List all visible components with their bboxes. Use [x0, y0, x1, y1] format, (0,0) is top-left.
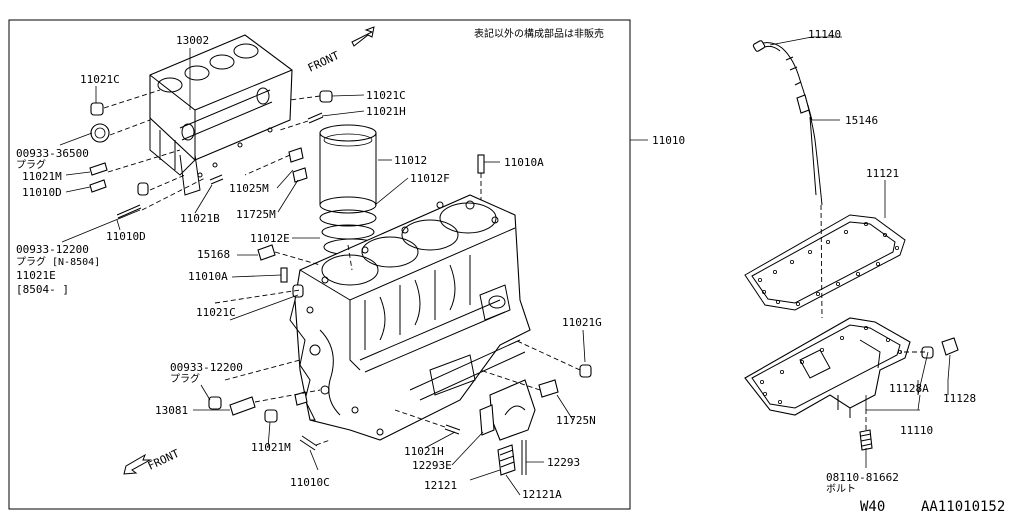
oil-pan-gasket [744, 214, 906, 311]
label-11021H-a: 11021H [366, 105, 406, 118]
label-11021B: 11021B [180, 212, 220, 225]
label-12293: 12293 [547, 456, 580, 469]
label-11128A: 11128A [889, 382, 929, 395]
label-08110-81662: 08110-81662 [826, 471, 899, 484]
label-11725M: 11725M [236, 208, 276, 221]
label-11021E: 11021E [16, 269, 56, 282]
label-11121: 11121 [866, 167, 899, 180]
label-11110: 11110 [900, 424, 933, 437]
cylinder-head-cover-part [149, 34, 293, 196]
label-08110-jp: ボルト [826, 483, 856, 495]
oil-pan [744, 317, 959, 451]
label-12121A: 12121A [522, 488, 562, 501]
label-15146: 15146 [845, 114, 878, 127]
diagram-frame [8, 19, 631, 510]
label-11010: 11010 [652, 134, 685, 147]
label-11010A-a: 11010A [504, 156, 544, 169]
label-11021M-b: 11021M [251, 441, 291, 454]
label-00933-12200-b: 00933-12200 [170, 361, 243, 374]
front-arrow-bottom [123, 453, 152, 475]
label-15168: 15168 [197, 248, 230, 261]
figure-id: AA11010152 [921, 499, 1005, 512]
front-arrow-top [351, 26, 375, 47]
front-label-bottom: FRONT [146, 447, 182, 473]
label-00933-12200-b-jp: プラグ [170, 372, 200, 385]
label-00933-12200-a: 00933-12200 [16, 243, 89, 256]
front-label-top: FRONT [306, 49, 342, 75]
page-code: W40 [860, 499, 885, 512]
label-11021M-a: 11021M [22, 170, 62, 183]
label-11010C: 11010C [290, 476, 330, 489]
label-11128: 11128 [943, 392, 976, 405]
label-11021H-b: 11021H [404, 445, 444, 458]
note-japanese: 表記以外の構成部品は非販売 [474, 27, 604, 40]
leader-lines [59, 36, 951, 496]
label-11140: 11140 [808, 28, 841, 41]
bearing-cap-parts [479, 379, 536, 476]
label-11021C-c: 11021C [196, 306, 236, 319]
cylinder-liner [319, 124, 381, 256]
label-12293E: 12293E [412, 459, 452, 472]
label-13002: 13002 [176, 34, 209, 47]
label-11025M: 11025M [229, 182, 269, 195]
label-00933-36500-jp: プラグ [16, 158, 46, 171]
label-11012F: 11012F [410, 172, 450, 185]
label-11010A-b: 11010A [188, 270, 228, 283]
label-8504-range: [8504- ] [16, 283, 69, 296]
label-12121: 12121 [424, 479, 457, 492]
label-11010D-b: 11010D [106, 230, 146, 243]
label-11012: 11012 [394, 154, 427, 167]
label-11021G: 11021G [562, 316, 602, 329]
oil-level-gauge [752, 40, 823, 206]
label-00933-12200-a-jp: プラグ [N-8504] [16, 255, 100, 268]
label-11012E: 11012E [250, 232, 290, 245]
label-11010D-a: 11010D [22, 186, 62, 199]
label-11725N: 11725N [556, 414, 596, 427]
label-13081: 13081 [155, 404, 188, 417]
label-11021C-b: 11021C [366, 89, 406, 102]
cylinder-block [289, 194, 531, 441]
alignment-lines [103, 89, 925, 446]
label-00933-36500: 00933-36500 [16, 147, 89, 160]
label-11021C-a: 11021C [80, 73, 120, 86]
